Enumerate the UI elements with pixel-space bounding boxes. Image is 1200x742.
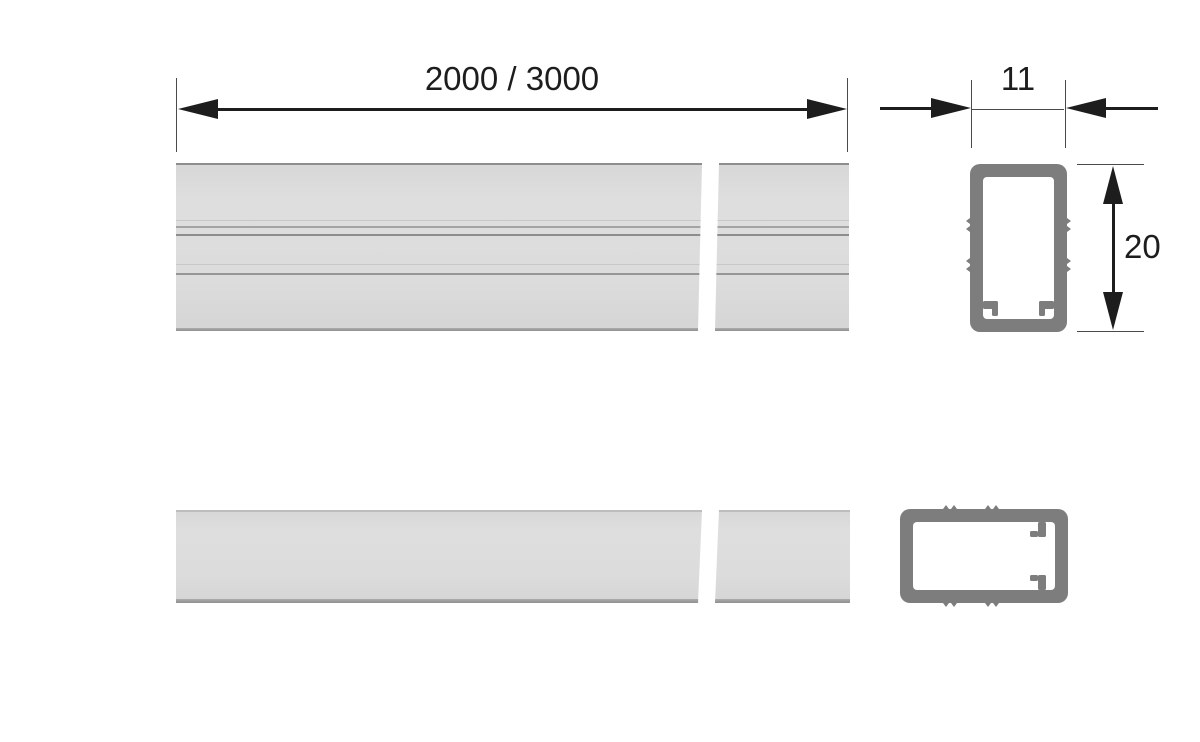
height-extension-line-bottom: [1077, 331, 1144, 332]
length-extension-line-left: [176, 78, 177, 152]
profile-cross-section-front: [966, 164, 1071, 332]
cross-section-hook-tabs: [1030, 522, 1046, 590]
profile-side-view-segment-2: [715, 163, 849, 331]
width-dimension-label: 11: [1000, 60, 1036, 97]
height-dimension-label: 20: [1124, 228, 1161, 265]
cross-section-serrations: [943, 505, 999, 607]
bar-top-edge: [176, 163, 702, 165]
bar-bottom-edge: [715, 599, 850, 603]
height-arrowhead-down-icon: [1103, 292, 1123, 330]
bar-top-edge: [715, 510, 850, 512]
length-dimension-label: 2000 / 3000: [424, 60, 600, 97]
width-dimension-connector: [972, 109, 1064, 110]
width-arrowhead-right-icon: [1066, 98, 1106, 118]
length-arrowhead-left-icon: [178, 99, 218, 119]
bar-bottom-edge: [176, 328, 702, 331]
bar-groove-line: [176, 220, 702, 221]
bar-bottom-edge: [176, 599, 702, 603]
length-dimension-line: [190, 108, 835, 111]
bar-groove-line: [715, 220, 849, 221]
bar-groove-line: [176, 273, 702, 275]
cross-section-hook-tabs: [983, 301, 1054, 316]
width-arrow-tail-left: [880, 107, 935, 110]
bar-groove-line: [176, 264, 702, 265]
width-extension-line-right: [1065, 80, 1066, 148]
bar-top-edge: [715, 163, 849, 165]
height-dimension-line: [1112, 178, 1115, 318]
bar-bottom-edge: [715, 328, 849, 331]
width-arrowhead-left-icon: [931, 98, 971, 118]
cross-section-cavity: [983, 177, 1054, 319]
length-extension-line-right: [847, 78, 848, 152]
bar-groove-line: [715, 273, 849, 275]
cross-section-serrations: [966, 218, 1071, 272]
profile-bottom-view-segment-2: [715, 510, 850, 603]
height-arrowhead-up-icon: [1103, 166, 1123, 204]
bar-groove-line: [176, 226, 702, 228]
profile-bottom-view-segment-1: [176, 510, 702, 603]
width-extension-line-left: [971, 80, 972, 148]
cross-section-cavity: [913, 522, 1055, 590]
profile-cross-section-rotated: [900, 505, 1068, 607]
bar-groove-line: [715, 264, 849, 265]
bar-top-edge: [176, 510, 702, 512]
profile-side-view-segment-1: [176, 163, 702, 331]
bar-groove-line: [176, 234, 702, 236]
bar-groove-line: [715, 234, 849, 236]
bar-groove-line: [715, 226, 849, 228]
height-extension-line-top: [1077, 164, 1144, 165]
length-arrowhead-right-icon: [807, 99, 847, 119]
width-arrow-tail-right: [1103, 107, 1158, 110]
